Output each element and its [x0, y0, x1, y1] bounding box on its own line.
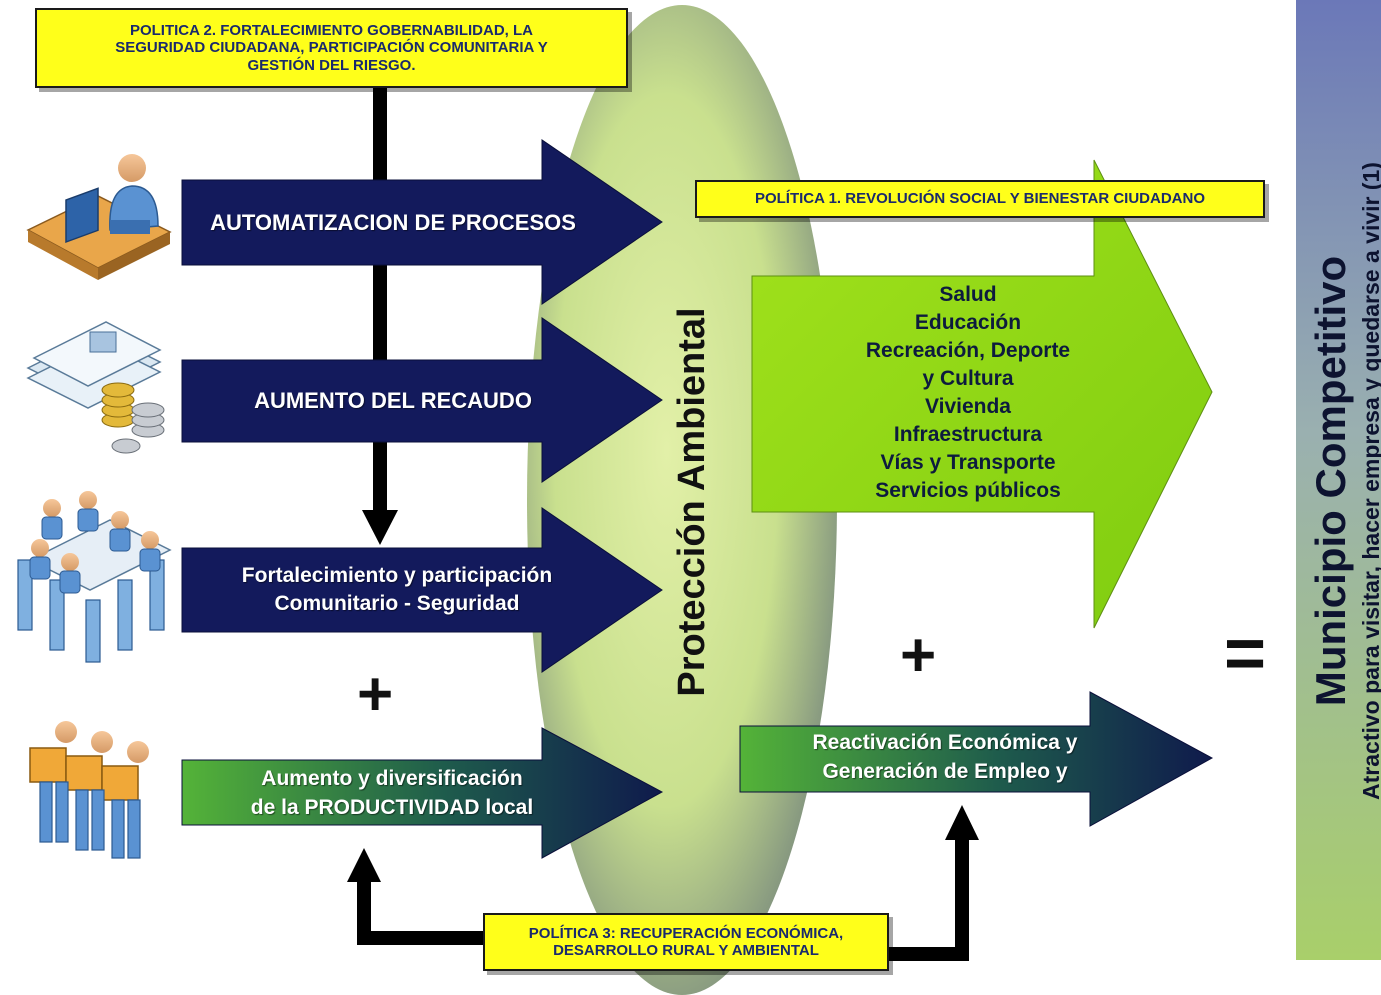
fortalecimiento-line1: Fortalecimiento y participación — [241, 564, 553, 587]
politica1-box: POLÍTICA 1. REVOLUCIÓN SOCIAL Y BIENESTA… — [695, 180, 1265, 218]
politica3-connector — [347, 805, 979, 961]
politica2-connector — [362, 88, 398, 545]
automatizacion-label: AUTOMATIZACION DE PROCESOS — [210, 209, 576, 235]
ellipse-label: Protección Ambiental — [671, 307, 713, 697]
result-subtitle: Atractivo para visitar, hacer empresa y … — [1358, 162, 1381, 800]
social-item: y Cultura — [922, 367, 1014, 390]
politica2-line1: POLITICA 2. FORTALECIMIENTO GOBERNABILID… — [129, 22, 534, 40]
reactivacion-label: Reactivación Económica y Generación de E… — [740, 726, 1150, 788]
arrow-recaudo — [181, 317, 663, 483]
reactivacion-line1: Reactivación Económica y — [812, 731, 1078, 754]
productividad-line1: Aumento y diversificación — [261, 766, 523, 790]
social-item: Salud — [939, 283, 997, 306]
social-item: Vías y Transporte — [880, 451, 1056, 474]
fortalecimiento-line2: Comunitario - Seguridad — [274, 592, 520, 615]
social-item: Educación — [914, 311, 1022, 334]
reactivacion-line2: Generación de Empleo y — [822, 760, 1068, 783]
meeting-table-icon — [17, 491, 172, 663]
fortalecimiento-label: Fortalecimiento y participación Comunita… — [182, 548, 612, 632]
result-title: Municipio Competitivo — [1307, 255, 1354, 707]
politica3-line1: POLÍTICA 3: RECUPERACIÓN ECONÓMICA, — [528, 924, 844, 942]
social-item: Servicios públicos — [875, 479, 1061, 502]
result-bar — [1296, 0, 1381, 960]
social-item: Infraestructura — [893, 423, 1043, 446]
politica2-box: POLITICA 2. FORTALECIMIENTO GOBERNABILID… — [35, 8, 628, 88]
politica3-box: POLÍTICA 3: RECUPERACIÓN ECONÓMICA, DESA… — [483, 913, 889, 971]
plus-sign-left: + — [357, 660, 394, 729]
arrow-productividad — [181, 727, 664, 859]
plus-sign-right: + — [900, 621, 937, 690]
social-item: Recreación, Deporte — [865, 339, 1071, 362]
productividad-label: Aumento y diversificación de la PRODUCTI… — [182, 760, 602, 825]
politica3-line2: DESARROLLO RURAL Y AMBIENTAL — [553, 942, 819, 959]
politica1-label: POLÍTICA 1. REVOLUCIÓN SOCIAL Y BIENESTA… — [754, 190, 1206, 208]
politica2-line2: SEGURIDAD CIUDADANA, PARTICIPACIÓN COMUN… — [115, 39, 548, 57]
arrow-automatizacion — [181, 139, 663, 305]
social-items-list: Salud Educación Recreación, Deporte y Cu… — [752, 281, 1184, 505]
arrow-social — [751, 159, 1213, 629]
equals-sign: = — [1224, 614, 1267, 694]
recaudo-label: AUMENTO DEL RECAUDO — [254, 388, 532, 413]
documents-coins-icon — [26, 321, 165, 454]
social-item: Vivienda — [925, 395, 1011, 418]
arrow-reactivacion — [739, 691, 1214, 827]
computer-user-icon — [26, 154, 172, 280]
politica2-line3: GESTIÓN DEL RIESGO. — [247, 56, 416, 74]
workers-boxes-icon — [29, 721, 149, 859]
productividad-line2: de la PRODUCTIVIDAD local — [250, 795, 534, 819]
arrow-fortalecimiento — [181, 507, 663, 673]
